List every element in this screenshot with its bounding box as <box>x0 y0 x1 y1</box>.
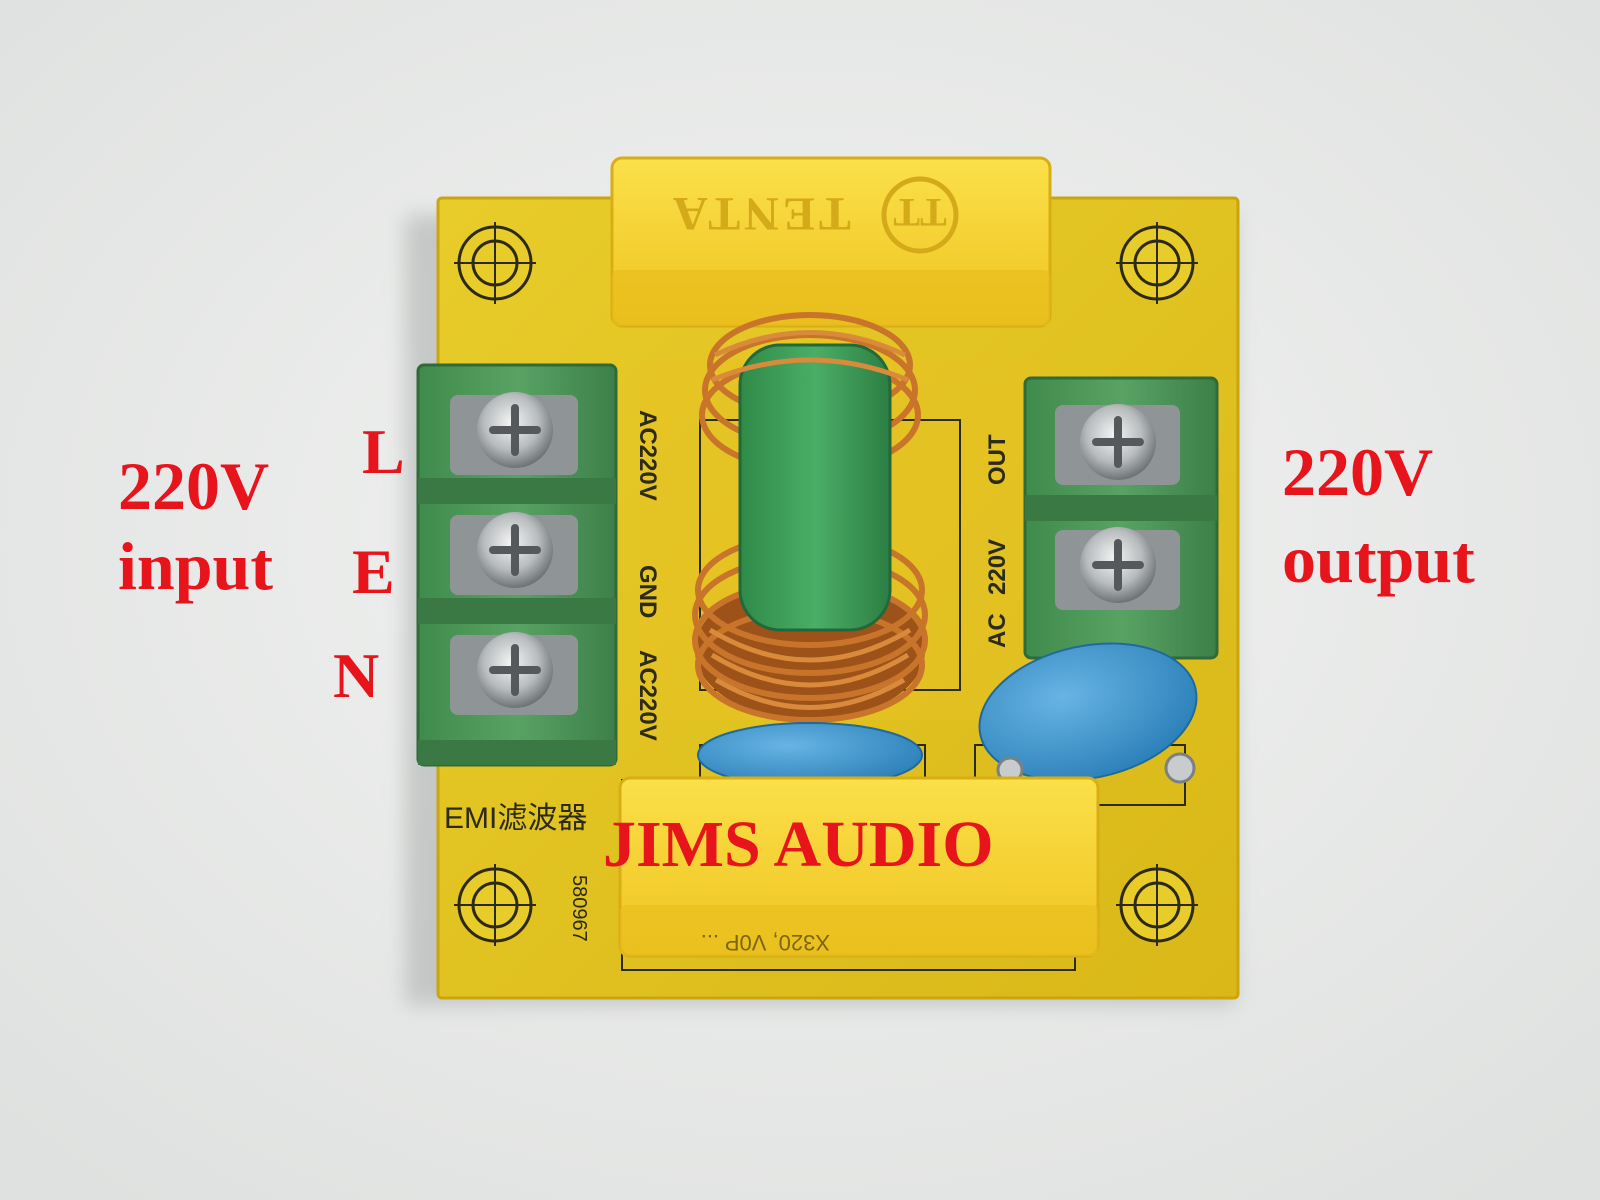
input-voltage-callout: 220V <box>118 448 270 524</box>
silkscreen-part-number: 580967 <box>568 875 590 942</box>
phillips-screw-icon <box>450 632 578 715</box>
phillips-screw-icon <box>450 392 578 475</box>
silkscreen-input-gnd: GND <box>634 565 661 618</box>
pin-l-callout: L <box>362 416 405 487</box>
capacitor-brand-text: TENTA <box>669 187 851 240</box>
output-voltage-callout: 220V <box>1282 434 1434 510</box>
jims-audio-watermark: JIMS AUDIO <box>603 808 994 881</box>
ceramic-capacitor-right <box>978 642 1198 784</box>
mounting-hole-bottom-left <box>454 864 536 946</box>
mounting-hole-top-right <box>1116 222 1198 304</box>
tt-circle-logo-icon: TT <box>881 176 959 254</box>
silkscreen-input-ac2: AC220V <box>634 650 661 741</box>
mounting-hole-bottom-right <box>1116 864 1198 946</box>
silkscreen-output-out: OUT <box>984 434 1011 485</box>
x-capacitor-top: TT TENTA <box>610 156 1052 328</box>
bottom-capacitor-marking: X320, V0P ... <box>701 930 830 955</box>
silkscreen-input-ac1: AC220V <box>634 410 661 501</box>
phillips-screw-icon <box>1055 527 1180 610</box>
phillips-screw-icon <box>1055 404 1180 485</box>
pin-e-callout: E <box>352 536 395 607</box>
output-word-callout: output <box>1282 521 1475 597</box>
phillips-screw-icon <box>450 512 578 595</box>
common-mode-choke <box>692 312 928 723</box>
pin-n-callout: N <box>333 640 380 711</box>
input-word-callout: input <box>118 528 273 604</box>
silkscreen-output-ac: AC <box>984 613 1011 648</box>
silkscreen-board-name: EMI滤波器 <box>444 802 587 835</box>
silkscreen-output-220v: 220V <box>984 539 1011 595</box>
mounting-hole-top-left <box>454 222 536 304</box>
svg-text:TT: TT <box>893 190 947 235</box>
x-capacitor-bottom: X320, V0P ... <box>618 776 1100 958</box>
